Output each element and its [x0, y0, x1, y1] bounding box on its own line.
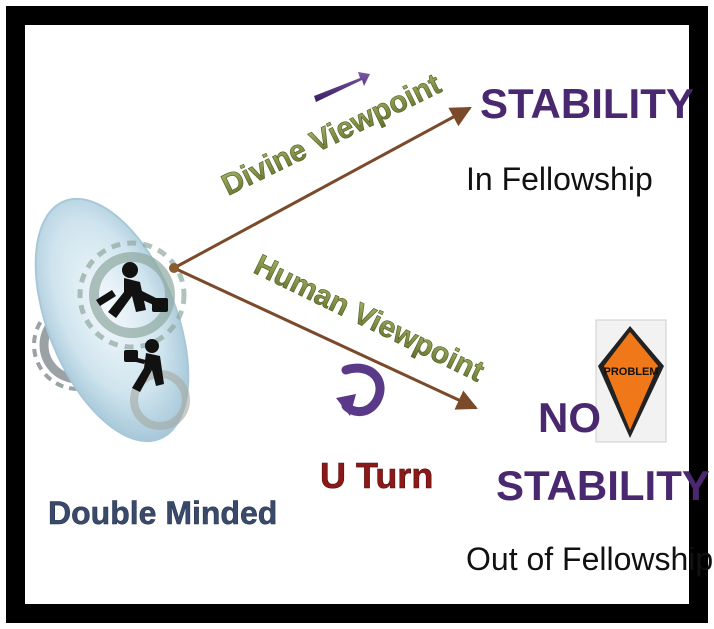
gear-icon	[89, 252, 175, 338]
oval-backdrop	[34, 197, 190, 443]
gear-icon	[77, 240, 187, 350]
divine-direction-arrow-icon	[314, 72, 370, 102]
lower-outcome-title-line2: STABILITY	[496, 462, 710, 509]
double-minded-label: Double Minded	[48, 495, 277, 531]
runner-figure-icon	[96, 262, 168, 318]
u-turn-arrow-icon	[336, 363, 385, 416]
lower-outcome-subtitle: Out of Fellowship	[466, 541, 713, 577]
problem-sign-icon	[595, 319, 667, 443]
upper-outcome-title: STABILITY	[480, 80, 694, 127]
double-minded-illustration	[32, 197, 190, 443]
upper-path-arrow	[173, 106, 472, 270]
lower-path-arrow	[173, 266, 478, 410]
origin-node	[169, 263, 179, 273]
problem-sign-text: PROBLEM	[604, 366, 659, 378]
lower-outcome-title-line1: NO	[538, 394, 601, 441]
runner-figure-icon	[124, 339, 164, 392]
upper-outcome-subtitle: In Fellowship	[466, 161, 653, 197]
u-turn-label: U Turn	[320, 455, 433, 496]
